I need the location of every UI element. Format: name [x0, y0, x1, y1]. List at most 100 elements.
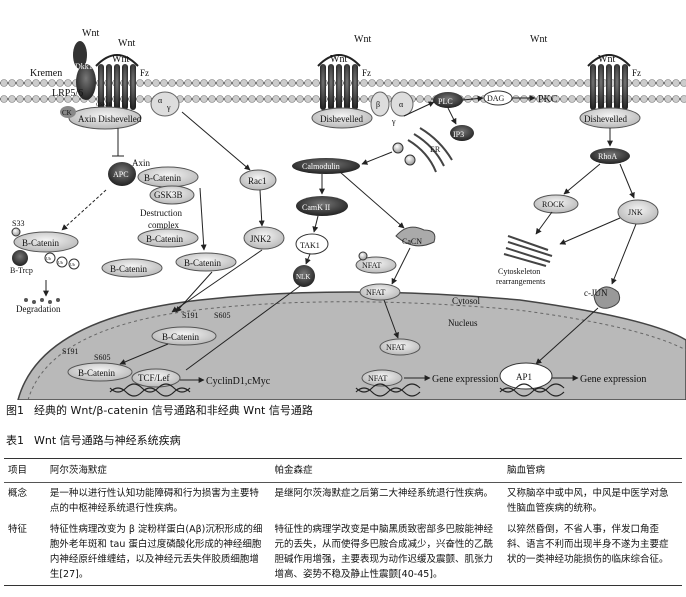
phospho-ball-nfat	[358, 251, 368, 261]
nucleus-label: Nucleus	[448, 318, 478, 328]
lipid-head	[376, 79, 384, 87]
wnt-label-3: Wnt	[598, 54, 615, 65]
lipid-head	[568, 95, 576, 103]
lipid-head	[136, 95, 144, 103]
lipid-head	[360, 95, 368, 103]
lipid-head	[560, 95, 568, 103]
figure-caption-text: 经典的 Wnt/β-catenin 信号通路和非经典 Wnt 信号通路	[34, 404, 313, 417]
lipid-head	[176, 79, 184, 87]
b-catenin-label-nuclear-2: B-Catenin	[78, 368, 115, 378]
b-catenin-label-free-1: B-Catenin	[146, 234, 183, 244]
lipid-head	[504, 79, 512, 87]
dkk1-shape	[73, 41, 87, 69]
lipid-head	[32, 79, 40, 87]
table-title-text: Wnt 信号通路与神经系统疾病	[34, 434, 181, 447]
lipid-head	[304, 95, 312, 103]
g-protein-alpha-2	[390, 91, 414, 117]
dna-strand-1	[109, 383, 191, 397]
arrow-bcat-nucleus-2	[119, 343, 169, 365]
lipid-head	[568, 79, 576, 87]
lipid-head	[40, 79, 48, 87]
tak1-node	[295, 233, 329, 255]
rac1-node	[239, 169, 277, 191]
g-protein-beta-2	[370, 91, 390, 117]
lipid-head	[272, 79, 280, 87]
lipid-head	[72, 95, 80, 103]
lipid-head	[536, 79, 544, 87]
arrow-camk-tak1	[312, 215, 319, 233]
gene-expression-label-1: Gene expression	[432, 374, 498, 385]
nfat-label-2: NFAT	[366, 288, 386, 297]
lipid-head	[400, 79, 408, 87]
row-label-feature: 特征	[4, 519, 46, 586]
ap1-node	[499, 362, 553, 390]
lipid-head	[16, 79, 24, 87]
jnk2-node	[243, 226, 285, 250]
lipid-head	[520, 79, 528, 87]
rhoa-label: RhoA	[598, 152, 617, 161]
lipid-head	[8, 79, 16, 87]
arrow-ca-calmodulin	[361, 151, 393, 165]
er-label: ER	[430, 145, 441, 154]
lipid-head	[248, 95, 256, 103]
ap1-label: AP1	[516, 372, 532, 382]
lipid-head	[48, 95, 56, 103]
fz-label-1: Fz	[140, 68, 149, 78]
lipid-head	[264, 95, 272, 103]
ub-label-3: Ub	[70, 262, 75, 267]
b-catenin-nuclear-2	[67, 362, 133, 382]
lipid-head	[672, 95, 680, 103]
lipid-head	[440, 79, 448, 87]
cytoskeleton-fibers	[503, 235, 553, 267]
header-item: 项目	[4, 458, 46, 483]
lipid-head	[304, 79, 312, 87]
table-number: 表1	[6, 434, 24, 447]
arrow-cacn-nfat	[391, 247, 411, 285]
nlk-node	[293, 265, 315, 287]
lipid-head	[544, 79, 552, 87]
lipid-head	[272, 95, 280, 103]
lipid-head	[24, 79, 32, 87]
lipid-head	[528, 79, 536, 87]
lipid-head	[200, 79, 208, 87]
lipid-head	[416, 95, 424, 103]
lipid-head	[496, 79, 504, 87]
dkk1-label: Dkk1	[75, 62, 93, 71]
lipid-head	[408, 79, 416, 87]
header-parkinsons: 帕金森症	[270, 458, 504, 483]
lipid-head	[520, 95, 528, 103]
arrow-rock-cyto	[535, 211, 553, 235]
wnt-label-2b: Wnt	[354, 34, 371, 45]
wnt-disease-table: 项目 阿尔茨海默症 帕金森症 脑血管病 概念 是一种以进行性认知功能障碍和行为损…	[4, 458, 682, 586]
lipid-head	[680, 95, 686, 103]
lipid-head	[424, 79, 432, 87]
lipid-head	[224, 79, 232, 87]
cell-concept-cerebrovascular: 又称脑卒中或中风，中风是中医学对急性脑血管疾病的统称。	[507, 488, 669, 514]
arrow-nfat-nucleus	[383, 299, 399, 339]
lipid-head	[464, 79, 472, 87]
lipid-head	[200, 95, 208, 103]
tcf-lef-node	[131, 368, 181, 388]
lipid-head	[448, 79, 456, 87]
lipid-head	[488, 79, 496, 87]
lipid-head	[312, 79, 320, 87]
lipid-head	[680, 79, 686, 87]
lipid-head	[368, 79, 376, 87]
lipid-head	[576, 79, 584, 87]
rac1-label: Rac1	[248, 176, 267, 186]
camk2-label: CamK II	[302, 203, 331, 212]
lipid-head	[528, 95, 536, 103]
tak1-label: TAK1	[300, 241, 320, 250]
lipid-head	[40, 95, 48, 103]
rock-label: ROCK	[542, 200, 564, 209]
dna-strand-3	[499, 383, 565, 397]
ub-label-2: Ub	[58, 260, 63, 265]
cacn-node	[395, 226, 436, 247]
cacn-label: CaCN	[402, 237, 422, 246]
nfat-label-4: NFAT	[368, 374, 388, 383]
apc-label: APC	[113, 170, 129, 179]
destruction-label-1: Destruction	[140, 208, 182, 218]
axin-dishevelled-pill	[68, 106, 142, 130]
arrow-g-plc	[403, 101, 435, 117]
arrow-complex-bcat	[199, 187, 207, 251]
